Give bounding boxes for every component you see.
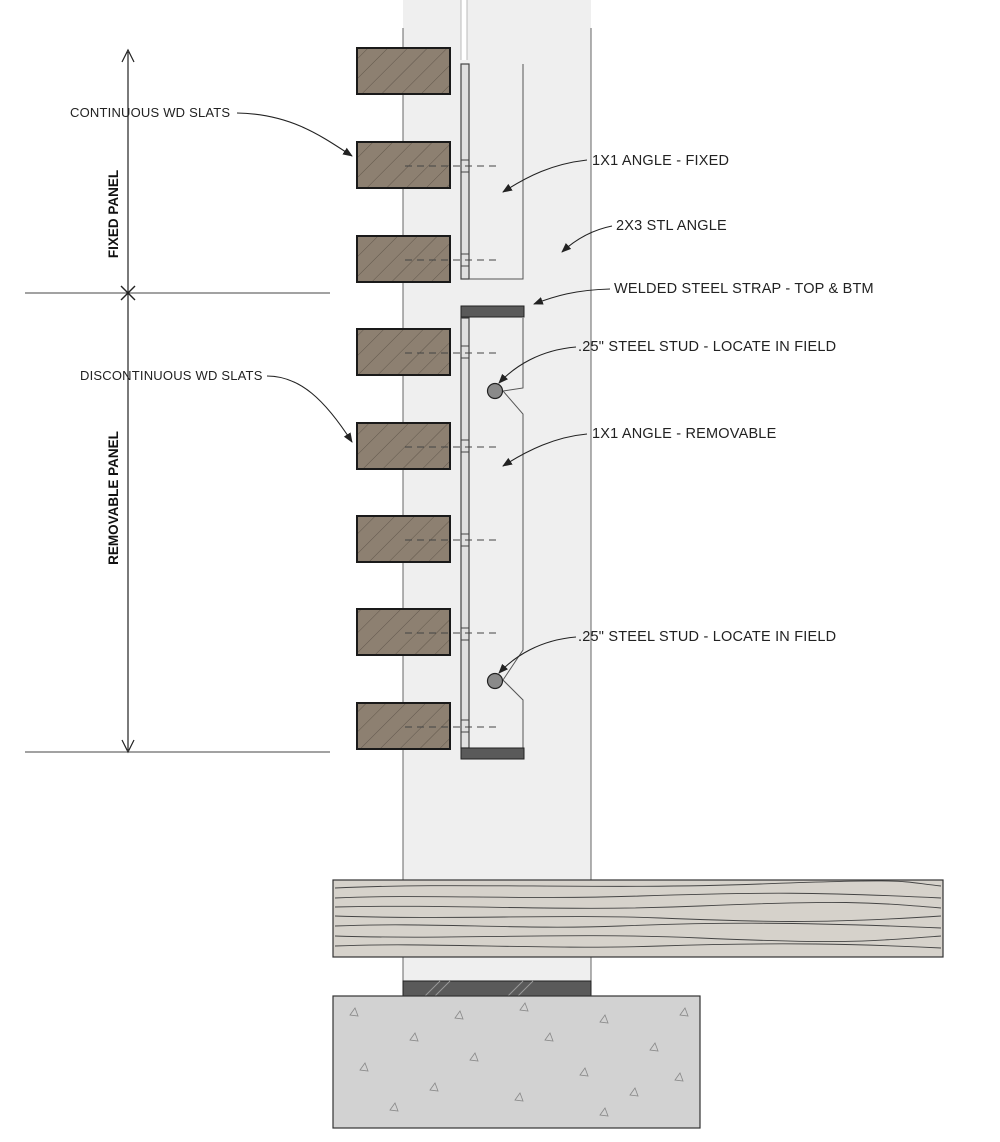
callout-angle-fixed: 1X1 ANGLE - FIXED — [592, 153, 729, 169]
timber-member — [332, 879, 944, 958]
callout-continuous-slats: CONTINUOUS WD SLATS — [70, 105, 230, 120]
steel-stud-top — [486, 382, 504, 400]
bearing-plate — [402, 980, 592, 997]
wood-slat — [356, 422, 451, 470]
wood-slat — [356, 608, 451, 656]
steel-strap-top — [460, 305, 525, 318]
steel-strap-bottom — [460, 747, 525, 760]
concrete-footing — [332, 995, 701, 1129]
wood-slats — [356, 47, 451, 750]
wood-slat — [356, 328, 451, 376]
wood-slat — [356, 702, 451, 750]
fastener-lines — [405, 165, 498, 728]
fixed-panel-label: FIXED PANEL — [106, 170, 121, 258]
callout-steel-stud-bottom: .25" STEEL STUD - LOCATE IN FIELD — [578, 629, 836, 645]
fixed-angle — [460, 63, 524, 280]
callout-stl-angle: 2X3 STL ANGLE — [616, 218, 727, 234]
wood-slat — [356, 141, 451, 189]
steel-stud-bottom — [486, 672, 504, 690]
wood-slat — [356, 235, 451, 283]
removable-panel-label: REMOVABLE PANEL — [106, 431, 121, 565]
callout-leaders — [236, 112, 613, 674]
dimension-lines — [25, 48, 330, 754]
callout-discontinuous-slats: DISCONTINUOUS WD SLATS — [80, 368, 263, 383]
callout-steel-stud-top: .25" STEEL STUD - LOCATE IN FIELD — [578, 339, 836, 355]
wood-slat — [356, 47, 451, 95]
wood-slat — [356, 515, 451, 563]
callout-welded-strap: WELDED STEEL STRAP - TOP & BTM — [614, 281, 874, 297]
callout-angle-removable: 1X1 ANGLE - REMOVABLE — [592, 426, 777, 442]
